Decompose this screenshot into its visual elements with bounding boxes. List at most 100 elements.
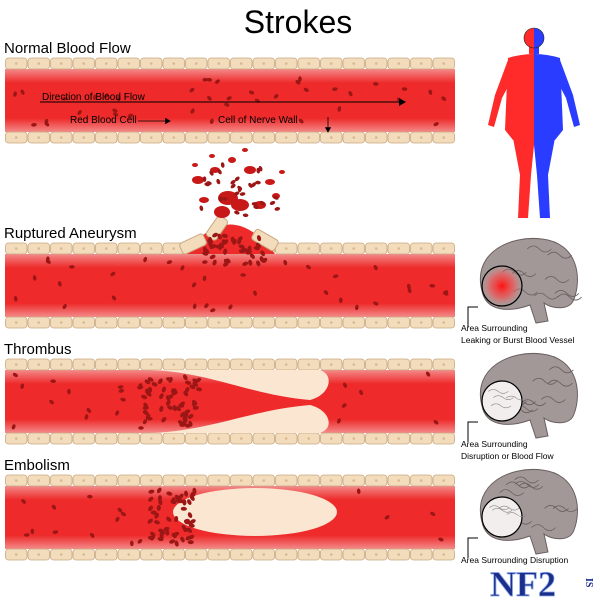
wall-cell-nucleus	[442, 247, 446, 250]
body-neck	[534, 46, 539, 54]
wall-cell-nucleus	[149, 247, 153, 250]
red-blood-cell	[438, 537, 444, 542]
red-blood-cell	[183, 390, 189, 397]
red-blood-cell	[248, 182, 253, 188]
red-blood-cell	[202, 77, 209, 82]
red-blood-cell	[241, 247, 248, 252]
red-blood-cell	[212, 232, 218, 238]
red-blood-cell	[156, 504, 161, 511]
wall-cell-nucleus	[104, 479, 108, 482]
wall-cell-nucleus	[82, 62, 86, 65]
wall-cell-nucleus	[59, 553, 63, 556]
red-blood-cell	[187, 540, 194, 545]
wall-cell-nucleus	[194, 136, 198, 139]
wall-cell-nucleus	[149, 62, 153, 65]
red-blood-cell	[118, 388, 125, 393]
wall-cell-nucleus	[59, 62, 63, 65]
red-blood-cell	[206, 181, 212, 185]
brain-fold	[540, 396, 566, 403]
wall-cell-nucleus	[59, 363, 63, 366]
wall-cell-nucleus	[104, 247, 108, 250]
brain-fold	[491, 507, 513, 513]
red-blood-cell	[237, 238, 242, 245]
brain-fold	[506, 512, 528, 517]
red-blood-cell	[143, 256, 148, 263]
affected-area-circle	[481, 380, 523, 422]
wall-cell-nucleus	[149, 321, 153, 324]
wall-cell-nucleus	[82, 363, 86, 366]
red-blood-cell	[187, 413, 194, 419]
wall-cell-nucleus	[352, 437, 356, 440]
red-blood-cell	[234, 176, 240, 182]
red-blood-cell	[336, 418, 341, 424]
wall-cell-nucleus	[172, 247, 176, 250]
red-blood-cell	[157, 536, 164, 542]
wall-cell-nucleus	[262, 437, 266, 440]
red-blood-cell	[283, 259, 288, 266]
panel-label-thrombus: Thrombus	[4, 341, 72, 358]
brain-fold	[499, 489, 525, 497]
red-blood-cell	[117, 385, 124, 389]
red-blood-cell	[433, 122, 439, 127]
red-blood-cell	[199, 205, 204, 211]
red-blood-cell	[180, 506, 187, 511]
wall-cell-nucleus	[82, 321, 86, 324]
red-blood-cell	[31, 122, 37, 127]
caption-aneurysm-1: Area Surrounding	[461, 323, 528, 333]
red-blood-cell	[67, 388, 71, 395]
blood-splatter	[228, 157, 236, 163]
wall-cell-nucleus	[352, 247, 356, 250]
wall-cell-nucleus	[104, 437, 108, 440]
red-blood-cell	[189, 495, 195, 501]
red-blood-cell	[216, 178, 221, 185]
wall-cell-nucleus	[37, 321, 41, 324]
wall-cell-nucleus	[284, 321, 288, 324]
red-blood-cell	[195, 387, 203, 392]
red-blood-cell	[238, 244, 245, 249]
red-blood-cell	[113, 112, 119, 117]
thrombus-plaque-bottom	[150, 405, 329, 433]
wall-cell-nucleus	[442, 479, 446, 482]
brain-fold	[499, 505, 520, 511]
panel-label-embolism: Embolism	[4, 457, 70, 474]
red-blood-cell	[425, 371, 431, 377]
red-blood-cell	[93, 94, 97, 100]
red-blood-cell	[156, 487, 162, 494]
wall-cell-nucleus	[194, 437, 198, 440]
red-blood-cell	[189, 519, 196, 524]
wall-cell-nucleus	[352, 321, 356, 324]
red-blood-cell	[159, 531, 166, 536]
red-blood-cell	[223, 248, 228, 255]
red-blood-cell	[150, 510, 157, 515]
wall-cell-nucleus	[149, 553, 153, 556]
wall-cell-nucleus	[329, 553, 333, 556]
red-blood-cell	[166, 260, 173, 265]
wall-cell-nucleus	[284, 437, 288, 440]
wall-cell-nucleus	[239, 437, 243, 440]
red-blood-cell	[174, 540, 179, 547]
red-blood-cell	[77, 109, 82, 115]
wall-cell-nucleus	[262, 553, 266, 556]
red-blood-cell	[104, 93, 109, 99]
wall-cell-nucleus	[14, 363, 18, 366]
wall-cell-nucleus	[307, 553, 311, 556]
wall-cell-nucleus	[37, 437, 41, 440]
wall-cell-nucleus	[217, 553, 221, 556]
red-blood-cell	[166, 377, 172, 382]
wall-cell-nucleus	[104, 136, 108, 139]
callout-line	[467, 421, 478, 442]
red-blood-cell	[226, 96, 232, 101]
wall-cell-nucleus	[127, 479, 131, 482]
red-blood-cell	[242, 213, 249, 218]
caption-embolism-1: Area Surrounding Disruption	[461, 555, 569, 565]
wall-cell-nucleus	[37, 479, 41, 482]
red-blood-cell	[23, 533, 30, 537]
wall-cell-nucleus	[14, 247, 18, 250]
red-blood-cell	[184, 490, 189, 497]
red-blood-cell	[192, 400, 197, 407]
brain-embolism	[467, 468, 578, 558]
red-blood-cell	[173, 531, 180, 537]
flow-direction-label: Direction of Blood Flow	[42, 92, 146, 103]
wall-cell-nucleus	[374, 363, 378, 366]
red-blood-cell	[341, 403, 347, 408]
